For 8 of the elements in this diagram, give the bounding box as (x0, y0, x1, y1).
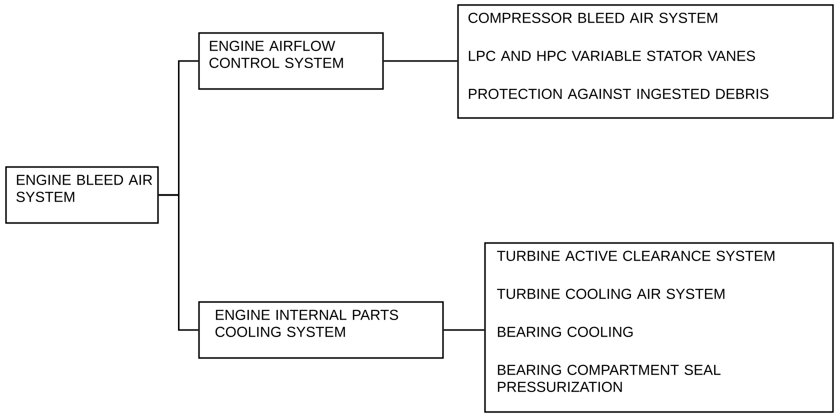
process-box: ENGINE BLEED AIR SYSTEM (5, 166, 159, 224)
list-box: COMPRESSOR BLEED AIR SYSTEM LPC AND HPC VARIABLE STATOR VANES PROTECTION AGAINST INGESTED DEBRIS (457, 4, 834, 119)
connector-line (384, 60, 458, 62)
connector-line (158, 194, 198, 331)
list-box: TURBINE ACTIVE CLEARANCE SYSTEM TURBINE COOLING AIR SYSTEM BEARING COOLING BEARING COMPARTMENT SEAL PRESSURIZATION (484, 242, 834, 413)
process-box: ENGINE AIRFLOW CONTROL SYSTEM (198, 32, 384, 90)
connector-line (444, 329, 484, 331)
process-box: ENGINE INTERNAL PARTS COOLING SYSTEM (198, 301, 444, 359)
